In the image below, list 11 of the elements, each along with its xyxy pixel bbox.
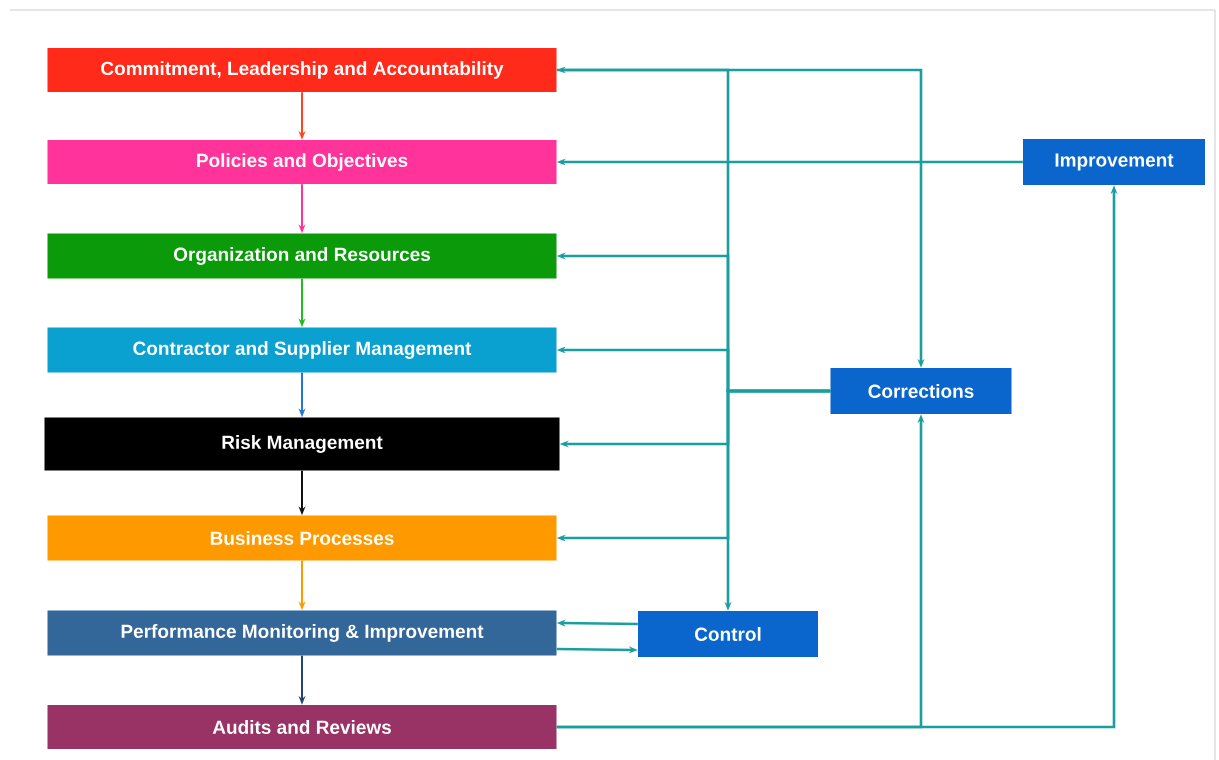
process-box: Commitment, Leadership and Accountability (47, 48, 557, 92)
process-box: Business Processes (47, 515, 557, 561)
process-box: Risk Management (44, 417, 560, 471)
process-box: Control (638, 611, 818, 657)
process-box: Corrections (830, 368, 1012, 414)
process-box: Improvement (1023, 139, 1205, 185)
process-box: Contractor and Supplier Management (47, 327, 557, 373)
process-box: Audits and Reviews (47, 705, 557, 749)
process-box: Performance Monitoring & Improvement (47, 610, 557, 656)
process-box: Policies and Objectives (47, 140, 557, 184)
process-box: Organization and Resources (47, 233, 557, 279)
